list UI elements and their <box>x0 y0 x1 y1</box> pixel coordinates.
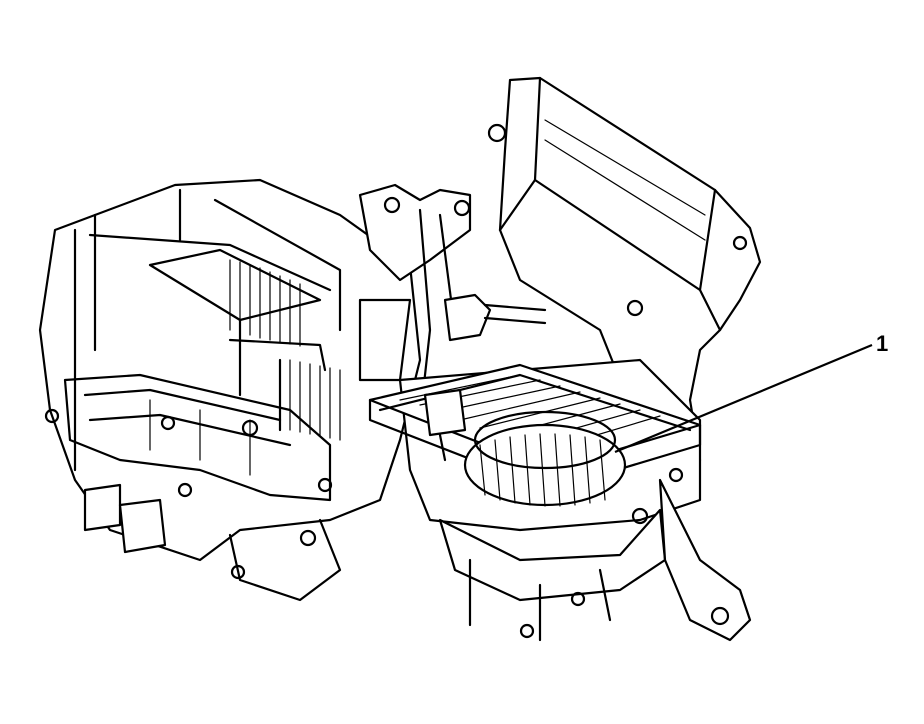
callout-label-1: 1 <box>876 331 889 356</box>
mode-linkage <box>358 183 547 422</box>
blower-assembly <box>368 358 752 642</box>
rear-plenum <box>487 76 762 472</box>
heater-case <box>38 178 422 602</box>
callout-leader-1 <box>614 343 873 454</box>
